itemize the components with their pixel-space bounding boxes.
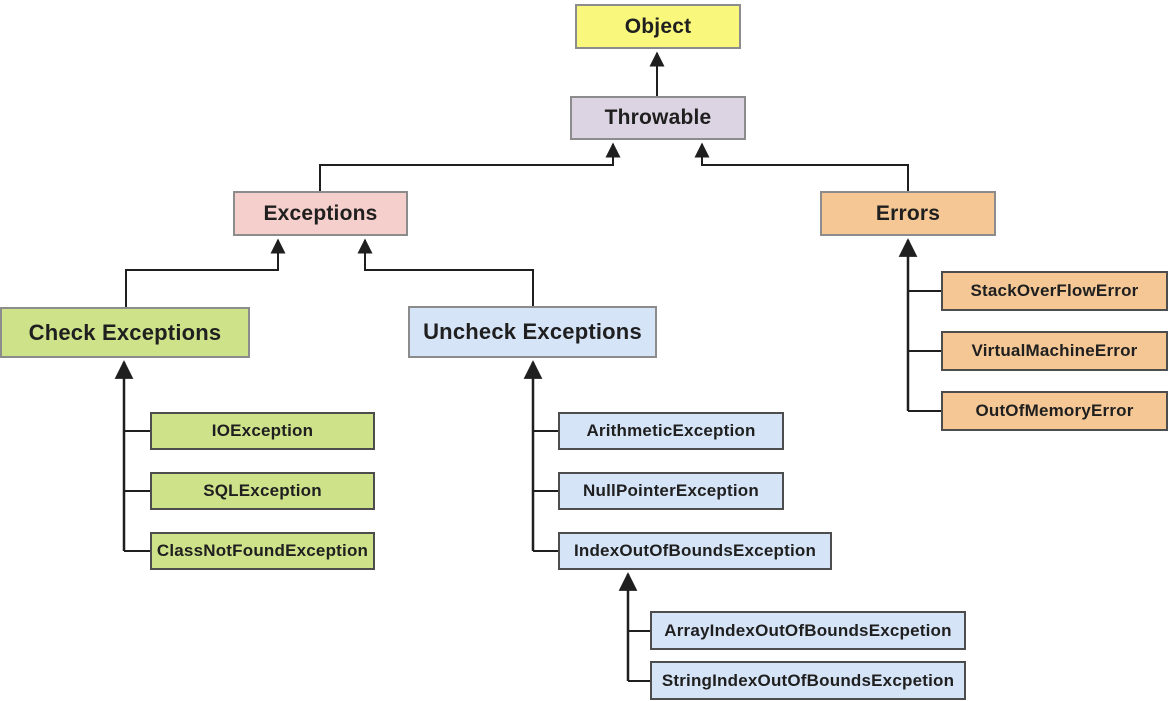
node-stack-overflow-error: StackOverFlowError bbox=[941, 271, 1168, 311]
node-check-exceptions: Check Exceptions bbox=[0, 307, 250, 358]
stubs-errors-children bbox=[908, 290, 941, 412]
node-null-pointer-exception: NullPointerException bbox=[558, 472, 784, 510]
node-io-exception: IOException bbox=[150, 412, 375, 450]
node-object: Object bbox=[575, 4, 741, 49]
stubs-indexoob-children bbox=[628, 630, 650, 682]
node-array-index-out-of-bounds: ArrayIndexOutOfBoundsExcpetion bbox=[650, 611, 966, 650]
node-errors: Errors bbox=[820, 191, 996, 236]
edge-exceptions-to-throwable bbox=[319, 142, 621, 191]
edge-errors-to-throwable bbox=[694, 142, 909, 191]
node-class-not-found-exception: ClassNotFoundException bbox=[150, 532, 375, 570]
node-throwable: Throwable bbox=[570, 96, 746, 140]
node-index-out-of-bounds-exception: IndexOutOfBoundsException bbox=[558, 532, 832, 570]
node-arithmetic-exception: ArithmeticException bbox=[558, 412, 784, 450]
node-virtual-machine-error: VirtualMachineError bbox=[941, 331, 1168, 371]
node-string-index-out-of-bounds: StringIndexOutOfBoundsExcpetion bbox=[650, 661, 966, 700]
edge-uncheck-to-exceptions bbox=[357, 238, 534, 306]
node-uncheck-exceptions: Uncheck Exceptions bbox=[408, 306, 657, 358]
node-sql-exception: SQLException bbox=[150, 472, 375, 510]
node-exceptions: Exceptions bbox=[233, 191, 408, 236]
stubs-uncheck-children bbox=[533, 430, 558, 552]
stubs-check-children bbox=[124, 430, 150, 552]
node-out-of-memory-error: OutOfMemoryError bbox=[941, 391, 1168, 431]
edge-check-to-exceptions bbox=[125, 238, 286, 307]
